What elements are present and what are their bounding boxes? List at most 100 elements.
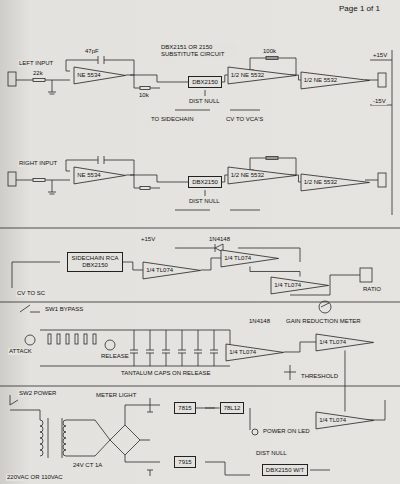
wire-connector	[126, 75, 188, 82]
wire-connector	[284, 342, 316, 352]
part-name: 1/4 TL074	[146, 267, 201, 274]
schematic-label: TO SIDECHAIN	[150, 116, 195, 123]
part-name: 7815	[178, 405, 191, 412]
ic-box: 78L12	[220, 402, 245, 415]
opamp-triangle	[226, 344, 284, 361]
ic-box: 7915	[174, 456, 195, 469]
opamp-triangle	[74, 167, 126, 184]
schematic-label: METER LIGHT	[95, 392, 137, 399]
ic-box: SIDECHAIN RCADBX2150	[67, 252, 122, 272]
opamp-symbol: NE 5534	[74, 67, 126, 84]
opamp-symbol: 1/2 NE 5532	[301, 174, 369, 191]
left-channel	[8, 56, 386, 110]
capacitor-symbol	[194, 330, 202, 366]
wire-connector	[296, 175, 301, 182]
schematic-label: ATTACK	[8, 348, 33, 355]
schematic-label: +15V	[372, 52, 388, 59]
opamp-triangle	[271, 277, 329, 294]
ic-box: DBX2150 W/T	[262, 464, 308, 477]
capacitor-symbol	[130, 330, 138, 366]
opamp-symbol: 1/2 NE 5532	[301, 72, 369, 89]
schematic-label: -15V	[372, 98, 387, 105]
secondary-wire	[66, 420, 110, 456]
switch-bus	[40, 330, 230, 366]
wire-connector	[222, 75, 228, 82]
wiring	[0, 50, 400, 476]
meter-symbol	[319, 301, 331, 313]
resistor-symbol	[75, 334, 78, 344]
ic-box: DBX2150	[188, 176, 222, 189]
opamp-triangle	[301, 72, 369, 89]
schematic-label: RATIO	[362, 286, 382, 293]
schematic-label: LEFT INPUT	[18, 60, 54, 67]
led-symbol	[252, 429, 258, 435]
schematic-label: DBX2151 OR 2150 SUBSTITUTE CIRCUIT	[160, 44, 237, 58]
bypass-switch	[20, 305, 40, 312]
wire-connector	[222, 175, 228, 182]
rectifier-wire	[125, 405, 160, 462]
ratio-switch	[360, 268, 372, 282]
schematic-label: 1N4148	[248, 318, 271, 325]
schematic-label: 1N4148	[208, 236, 231, 243]
part-name: NE 5534	[77, 72, 126, 79]
opamp-symbol: 1/4 TL074	[221, 250, 279, 267]
threshold-pot	[284, 365, 296, 380]
schematic-label: SW1 BYPASS	[44, 306, 84, 313]
regulator-wire	[205, 408, 250, 475]
part-name: 78L12	[224, 405, 241, 412]
capacitor-symbol	[210, 330, 218, 366]
schematic-label: 10k	[138, 92, 150, 99]
opamp-symbol: 1/2 NE 5532	[228, 167, 296, 184]
schematic-label: 47pF	[84, 48, 100, 55]
resistor-symbol	[66, 334, 69, 344]
schematic-label: RIGHT INPUT	[18, 160, 58, 167]
part-name: DBX2150	[71, 262, 118, 269]
resistor-symbol	[48, 334, 51, 344]
release-switch	[105, 340, 115, 350]
opamp-symbol: 1/4 TL074	[271, 277, 329, 294]
schematic-label: CV TO VCA'S	[225, 116, 264, 123]
page-number: Page 1 of 1	[338, 4, 381, 13]
attack-switch	[25, 335, 35, 345]
opamp-symbol: 1/4 TL074	[226, 344, 284, 361]
schematic-label: 100k	[262, 48, 277, 55]
part-name: SIDECHAIN RCA	[71, 255, 118, 262]
schematic-label: 22k	[32, 70, 44, 77]
bridge-rectifier	[110, 425, 140, 455]
opamp-triangle	[316, 412, 374, 429]
supply-rail	[370, 50, 392, 215]
part-name: 1/2 NE 5532	[304, 77, 369, 84]
schematic-label: +15V	[140, 236, 156, 243]
diode-wire	[175, 248, 300, 262]
schematic-label: DIST NULL	[188, 198, 221, 205]
resistor-symbol	[93, 334, 96, 344]
opamp-triangle	[143, 262, 201, 279]
opamp-symbol: 1/4 TL074	[316, 412, 374, 429]
part-name: 1/4 TL074	[224, 255, 279, 262]
wire	[310, 400, 385, 470]
primary-coil	[40, 420, 43, 456]
capacitor-symbol	[146, 330, 154, 366]
schematic-label: 220VAC OR 110VAC	[6, 474, 64, 481]
part-name: DBX2150	[192, 79, 218, 86]
switch-parts	[48, 330, 218, 366]
schematic-label: POWER ON LED	[262, 428, 311, 435]
capacitor-symbol	[162, 330, 170, 366]
part-name: 1/2 NE 5532	[304, 179, 369, 186]
wire-connector	[126, 175, 188, 182]
schematic-label: GAIN REDUCTION METER	[285, 318, 362, 325]
resistor-symbol	[57, 334, 60, 344]
part-name: 1/4 TL074	[229, 349, 284, 356]
opamp-triangle	[228, 67, 296, 84]
wire-connector	[344, 350, 345, 411]
part-name: 1/4 TL074	[319, 417, 374, 424]
opamp-symbol: 1/4 TL074	[316, 334, 374, 351]
right-channel	[8, 156, 386, 210]
opamp-triangle	[74, 67, 126, 84]
opamp-symbol: 1/2 NE 5532	[228, 67, 296, 84]
opamp-triangle	[221, 250, 279, 267]
